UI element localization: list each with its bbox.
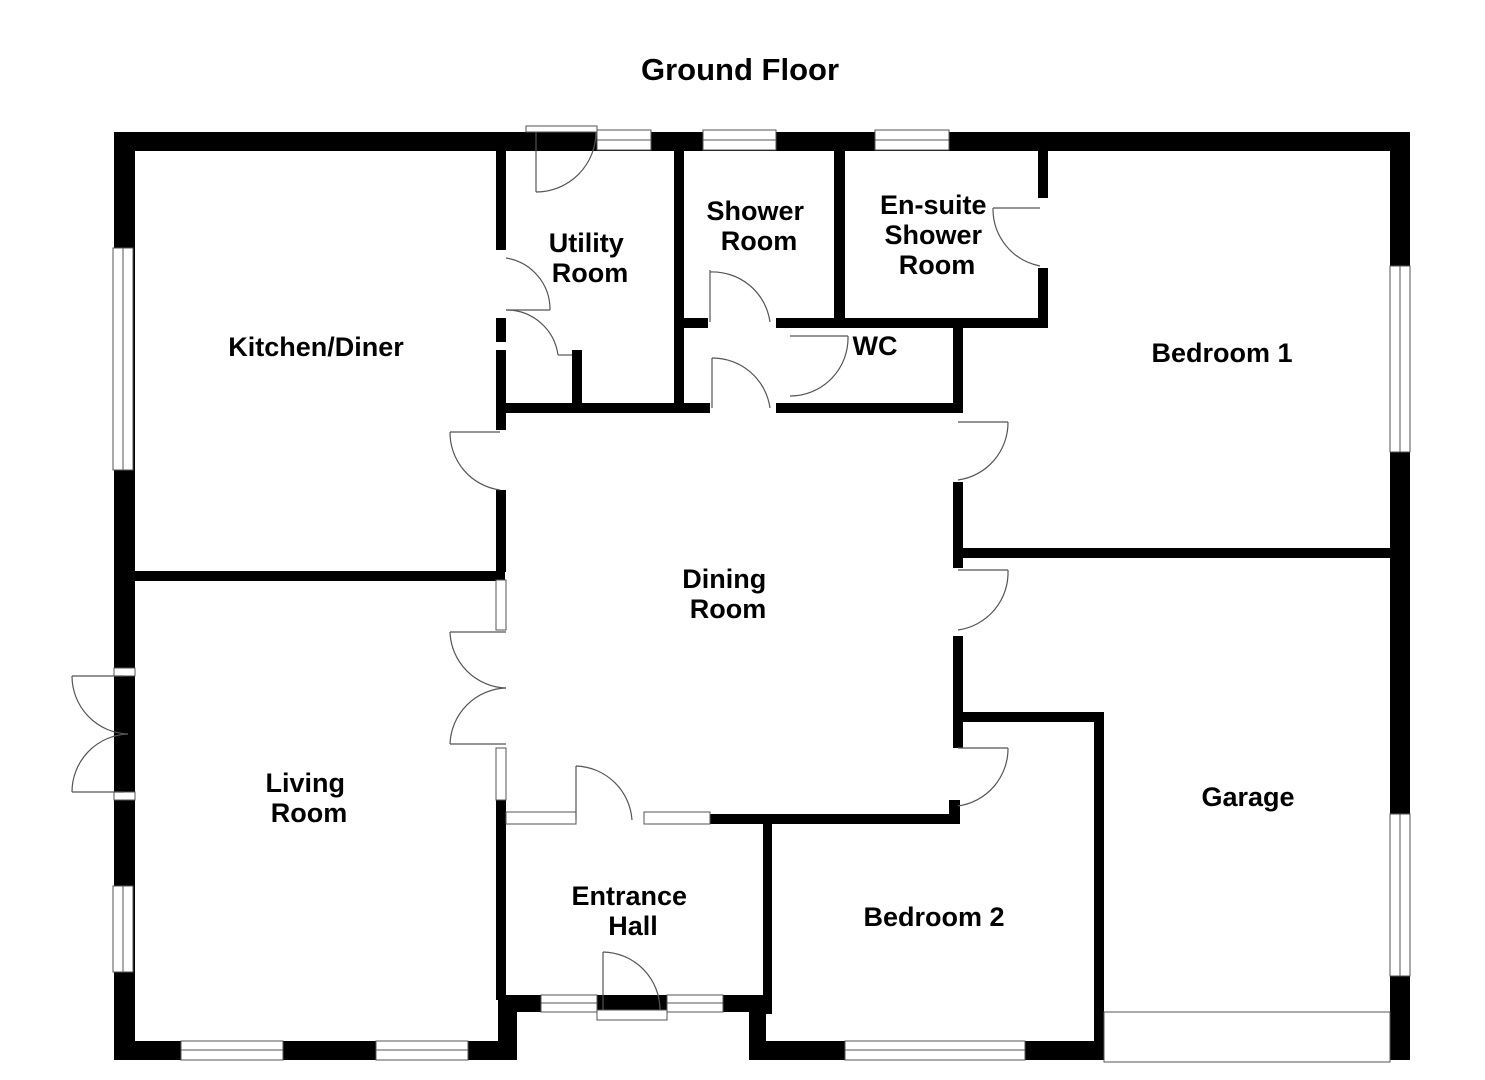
living-dining-double-door	[449, 631, 507, 745]
dining-window-lower	[495, 747, 507, 801]
living-label: Living Room	[265, 768, 352, 828]
ensuite-door	[992, 207, 1041, 267]
kitchen-dining-door	[449, 431, 501, 491]
garage-label: Garage	[1201, 782, 1294, 812]
wc-door	[789, 335, 849, 397]
ensuite-label-line1: En-suite	[880, 190, 987, 220]
front-door	[596, 951, 668, 1021]
utility-cupboard-door	[505, 309, 572, 356]
bedroom2-label: Bedroom 2	[863, 902, 1004, 932]
doors	[71, 125, 1041, 1021]
hall-window-left	[505, 811, 577, 825]
garage-door	[1103, 1011, 1391, 1063]
garage-internal-door	[957, 569, 1009, 631]
ensuite-label-line3: Room	[899, 250, 976, 280]
interior-walls	[133, 150, 1399, 1060]
living-french-doors	[71, 667, 136, 801]
wc-label: WC	[853, 331, 898, 361]
utility-back-door	[525, 125, 598, 193]
shower-room-door	[709, 270, 771, 323]
bedroom1-door	[957, 421, 1009, 481]
dining-label: Dining Room	[682, 564, 774, 624]
windows	[112, 129, 1411, 1063]
dining-label-line1: Dining	[682, 564, 766, 594]
corridor-door	[711, 357, 771, 409]
entrance-label-line1: Entrance	[571, 881, 687, 911]
dining-label-line2: Room	[690, 594, 767, 624]
utility-label-line1: Utility	[549, 228, 624, 258]
kitchen-label: Kitchen/Diner	[228, 332, 404, 362]
bedroom1-label: Bedroom 1	[1151, 338, 1292, 368]
shower-label-line1: Shower	[706, 196, 804, 226]
shower-label: Shower Room	[706, 196, 811, 256]
living-label-line1: Living	[265, 768, 345, 798]
hall-window-right	[643, 811, 711, 825]
kitchen-utility-door	[505, 257, 551, 311]
shower-label-line2: Room	[721, 226, 798, 256]
dining-window-upper	[495, 579, 507, 631]
ensuite-label: En-suite Shower Room	[880, 190, 994, 280]
hall-dining-door	[575, 765, 633, 821]
living-label-line2: Room	[271, 798, 348, 828]
room-labels: Kitchen/Diner Utility Room Shower Room E…	[228, 190, 1294, 941]
floor-title: Ground Floor	[641, 52, 839, 87]
bedroom2-door	[957, 747, 1009, 807]
utility-label-line2: Room	[552, 258, 629, 288]
utility-label: Utility Room	[549, 228, 632, 288]
ensuite-label-line2: Shower	[884, 220, 982, 250]
entrance-label-line2: Hall	[608, 911, 658, 941]
entrance-label: Entrance Hall	[571, 881, 694, 941]
